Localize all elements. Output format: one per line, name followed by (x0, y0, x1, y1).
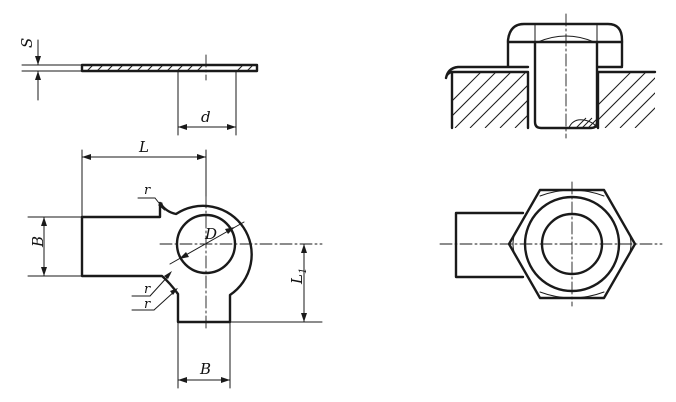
hex-nut (506, 22, 624, 68)
thickness-label: S (18, 38, 36, 48)
width-bottom-label: B (199, 360, 211, 378)
washer-hatching (86, 65, 254, 71)
top-radius-label: r (144, 183, 151, 198)
washer-plan-view: D L r B r r L1 (27, 138, 323, 389)
bottom-radius-label-1: r (144, 282, 151, 297)
width-left-label: B (29, 236, 47, 248)
washer-outline (80, 201, 253, 324)
assembly-section-view (444, 13, 657, 139)
lock-washer-section (444, 65, 624, 80)
inner-diameter-label: D (204, 225, 217, 243)
plate-left-hatching (452, 72, 528, 128)
plate-right-hatching (598, 72, 655, 128)
hole-diameter-label: d (201, 108, 211, 126)
washer-body (80, 63, 259, 73)
bolt-shank (533, 40, 599, 130)
length-label: L (138, 138, 149, 156)
washer-side-view: S d (18, 38, 259, 136)
tab-length-main: L (288, 274, 306, 285)
tab-length-subscript: 1 (298, 268, 309, 274)
assembly-plan-view (439, 181, 663, 307)
plate-right (596, 70, 657, 130)
tab-length-label: L1 (288, 268, 309, 285)
bolt-break-hatching (567, 117, 597, 128)
bottom-radius-label-2: r (144, 297, 151, 312)
washer-tab (454, 211, 525, 279)
